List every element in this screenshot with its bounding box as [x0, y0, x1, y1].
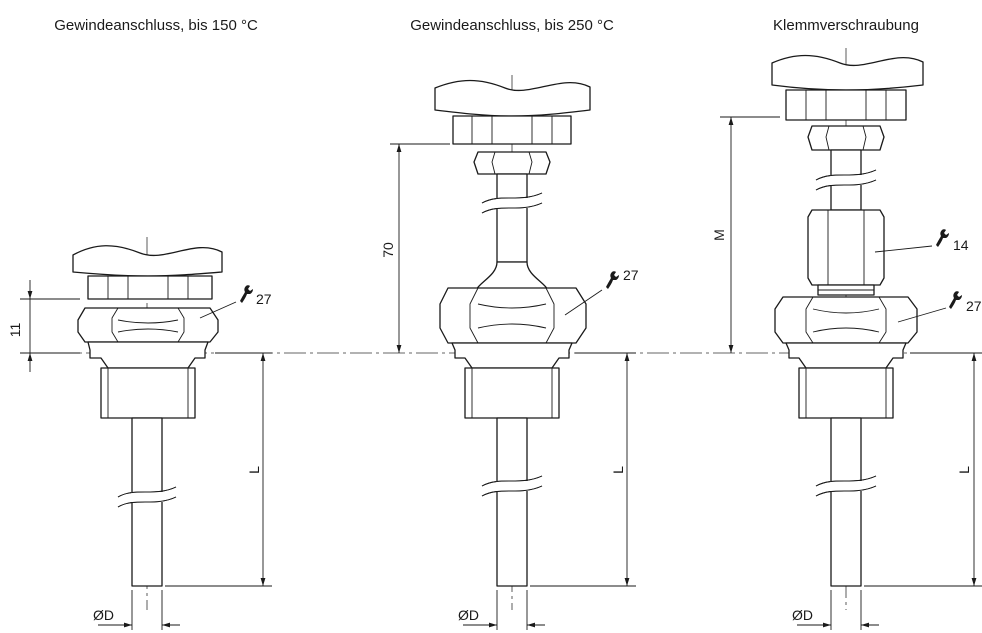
- view-2-hex-nut: [439, 287, 587, 344]
- view-2: Gewindeanschluss, bis 250 °C: [380, 17, 639, 630]
- view-1: Gewindeanschluss, bis 150 °C 11: [7, 17, 272, 630]
- view-2-height-label: 70: [380, 242, 396, 258]
- wrench-icon: [240, 285, 253, 303]
- view-3-diameter-label: ØD: [792, 607, 813, 623]
- view-3-hex-nut: [774, 296, 918, 344]
- wrench-icon: [949, 291, 962, 309]
- view-1-length-label: L: [246, 466, 262, 474]
- view-3-title: Klemmverschraubung: [773, 17, 919, 34]
- view-2-cap: [434, 79, 591, 117]
- view-1-cap: [72, 245, 223, 277]
- view-1-wrench-label: 27: [256, 291, 272, 307]
- view-3-height-label: M: [711, 229, 727, 241]
- view-3: Klemmverschraubung: [711, 17, 982, 630]
- wrench-icon: [936, 229, 949, 247]
- view-3-length-label: L: [956, 466, 972, 474]
- view-1-diameter-label: ØD: [93, 607, 114, 623]
- wrench-icon: [606, 271, 619, 289]
- view-2-diameter-label: ØD: [458, 607, 479, 623]
- view-3-thread: [798, 367, 894, 419]
- view-2-stem: [496, 417, 528, 587]
- view-1-title: Gewindeanschluss, bis 150 °C: [54, 17, 258, 34]
- view-3-wrench-label-top: 14: [953, 237, 969, 253]
- view-2-length-label: L: [610, 466, 626, 474]
- view-1-hex-nut: [77, 307, 219, 343]
- view-1-height-label: 11: [7, 323, 23, 338]
- view-1-thread: [100, 367, 196, 419]
- view-2-wrench-label: 27: [623, 267, 639, 283]
- view-2-title: Gewindeanschluss, bis 250 °C: [410, 17, 614, 34]
- view-3-cap: [771, 54, 924, 91]
- view-3-stem: [830, 417, 862, 587]
- view-3-wrench-label: 27: [966, 298, 982, 314]
- view-3-clamp-nut: [807, 209, 885, 286]
- view-2-thread: [464, 367, 560, 419]
